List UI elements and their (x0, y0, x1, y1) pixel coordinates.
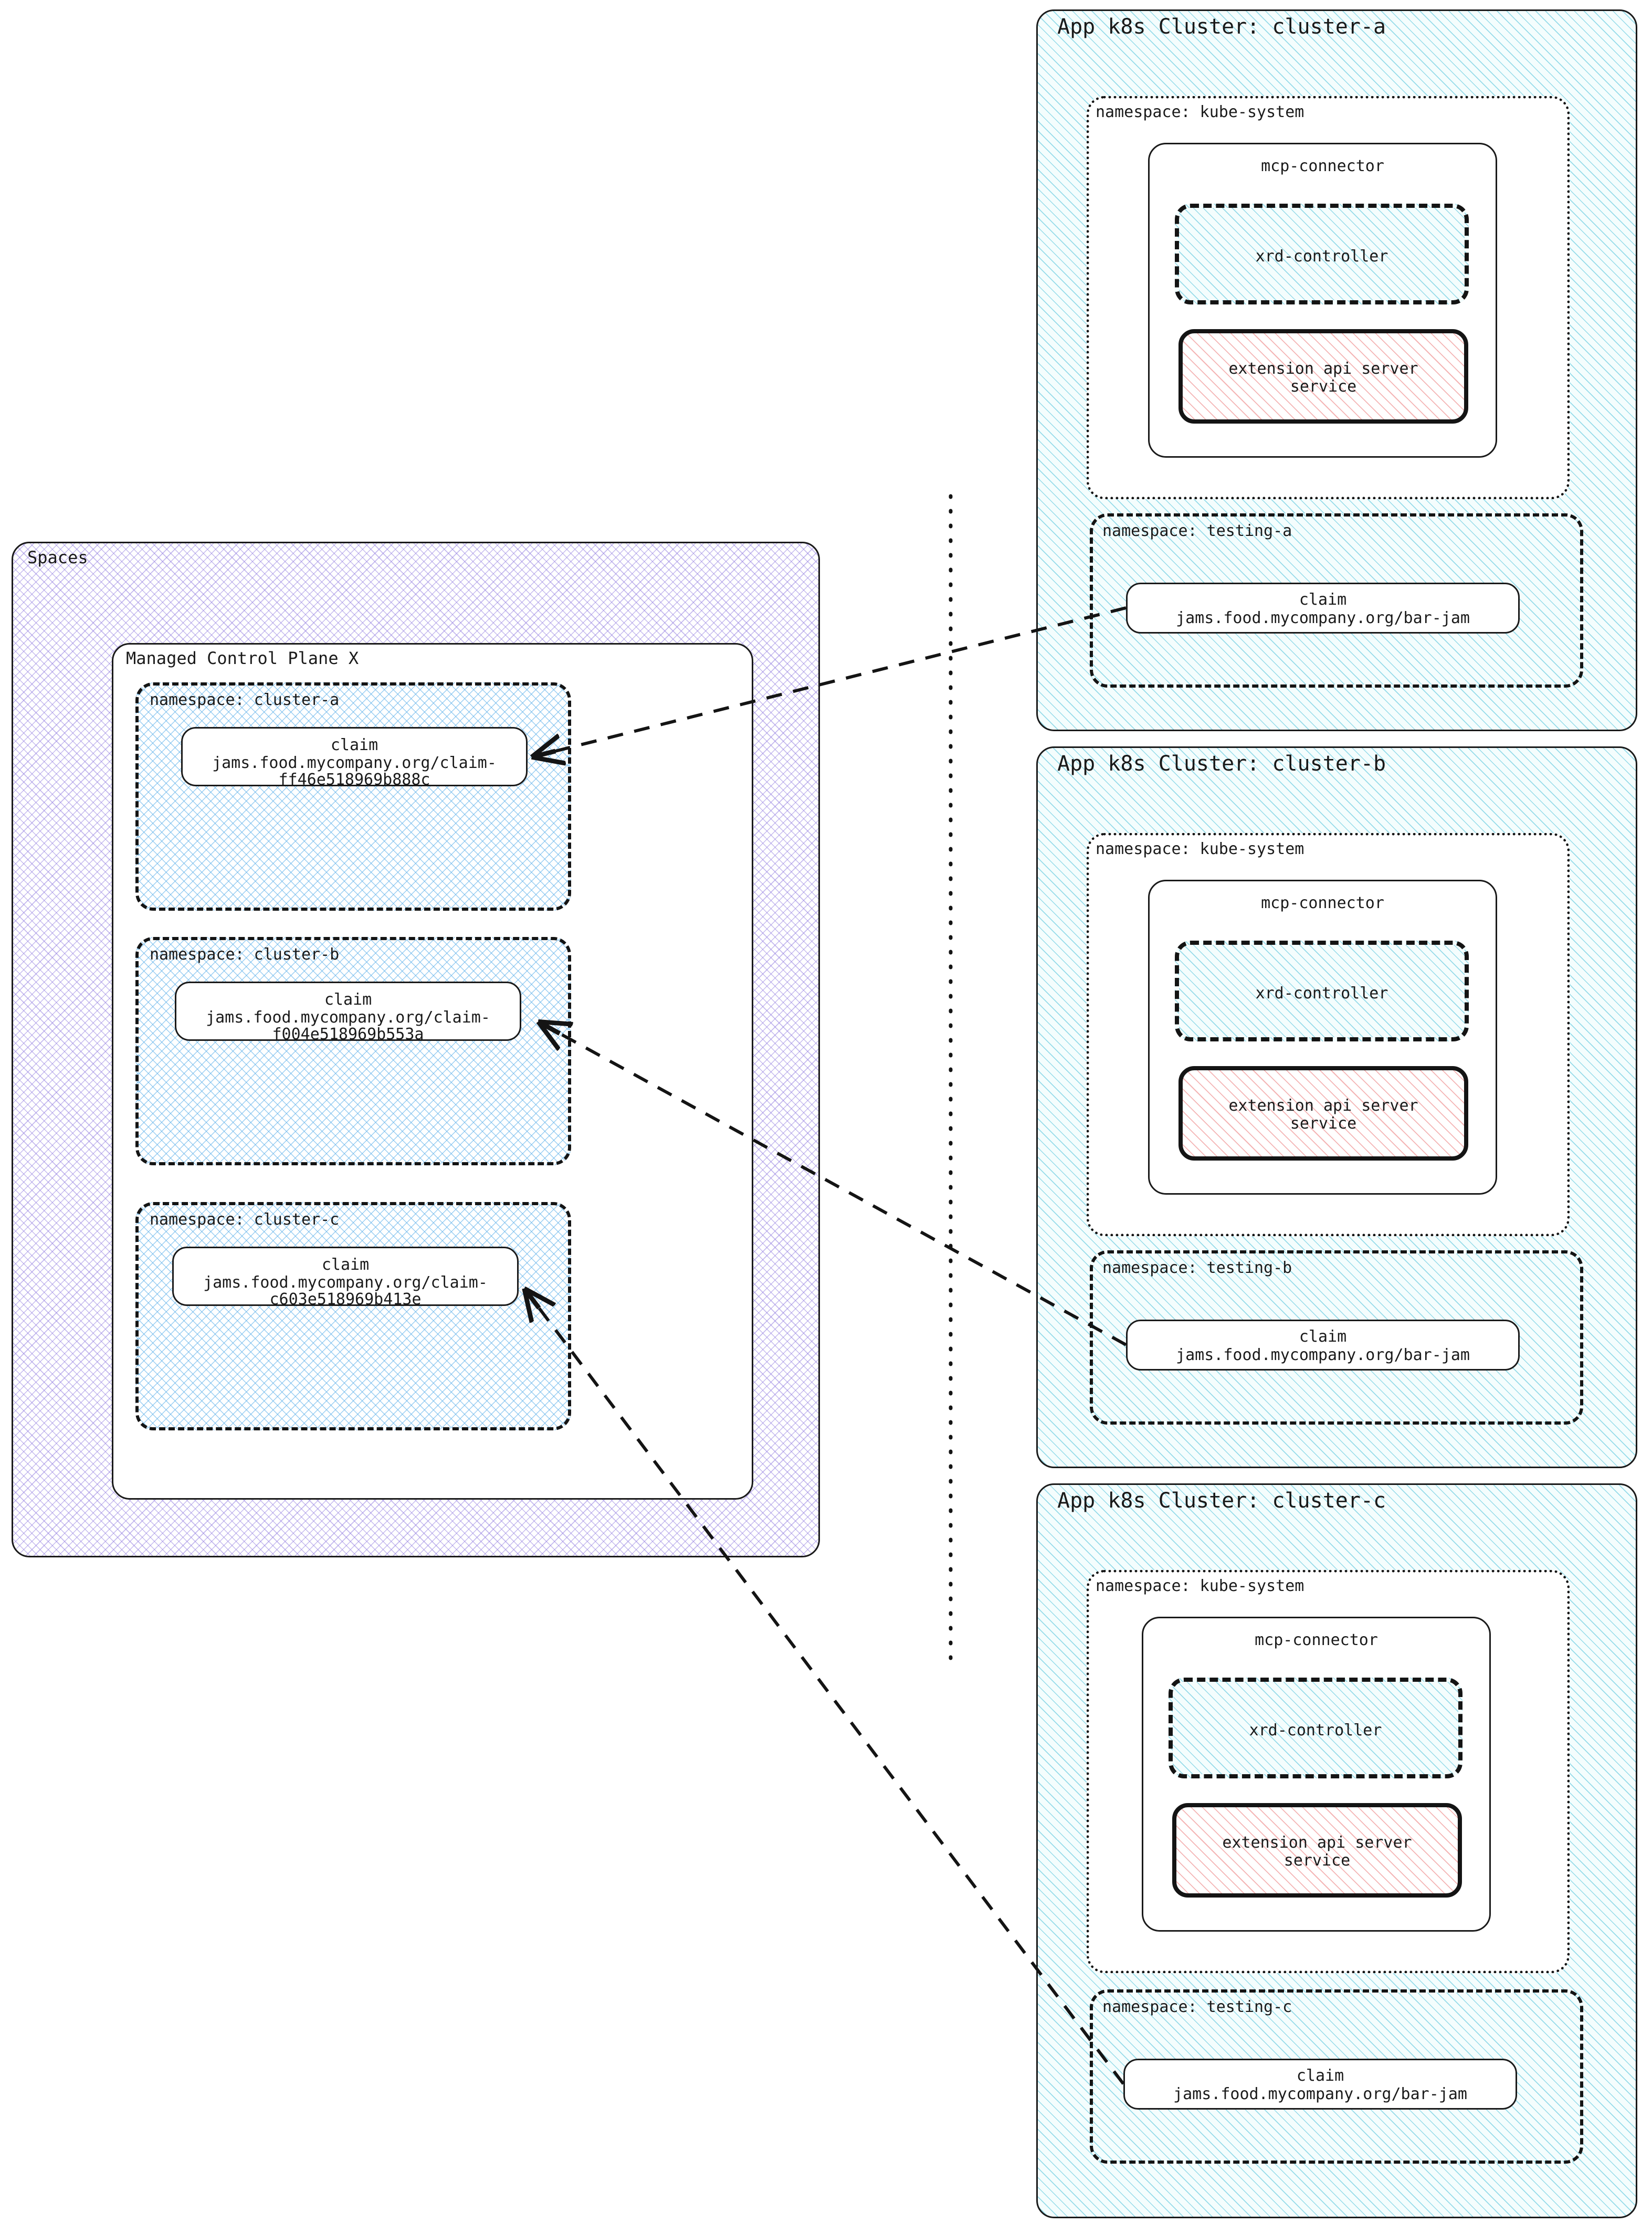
managed-control-plane-label: Managed Control Plane X (126, 648, 359, 668)
cluster-b-testing-claim-ref: jams.food.mycompany.org/bar-jam (1176, 1346, 1470, 1364)
cluster-a-api-server-line1: extension api server (1228, 360, 1418, 378)
app-cluster-b-title: App k8s Cluster: cluster-b (1057, 752, 1386, 776)
cluster-a-testing-claim-box[interactable]: claim jams.food.mycompany.org/bar-jam (1126, 583, 1520, 634)
claim-kind-cluster-c: claim (321, 1256, 370, 1274)
cluster-a-xrd-controller-label: xrd-controller (1255, 247, 1388, 266)
app-cluster-a-title: App k8s Cluster: cluster-a (1057, 15, 1386, 39)
cluster-c-extension-api-server-service[interactable]: extension api server service (1172, 1803, 1462, 1898)
claim-ref-line1-cluster-c: jams.food.mycompany.org/claim- (203, 1273, 488, 1292)
cluster-b-testing-namespace-label: namespace: testing-b (1102, 1259, 1292, 1277)
cluster-b-api-server-line1: extension api server (1228, 1097, 1418, 1115)
cluster-b-testing-claim-kind: claim (1299, 1327, 1347, 1346)
cluster-c-testing-claim-box[interactable]: claim jams.food.mycompany.org/bar-jam (1123, 2059, 1517, 2110)
cluster-c-api-server-line2: service (1283, 1851, 1351, 1870)
cluster-b-testing-claim-box[interactable]: claim jams.food.mycompany.org/bar-jam (1126, 1320, 1520, 1371)
claim-box-cluster-c[interactable]: claim jams.food.mycompany.org/claim- c60… (172, 1247, 519, 1309)
claim-kind-cluster-a: claim (330, 736, 378, 754)
cluster-a-extension-api-server-service[interactable]: extension api server service (1179, 329, 1468, 424)
mcp-namespace-cluster-c-label: namespace: cluster-c (150, 1210, 340, 1229)
cluster-c-testing-claim-ref: jams.food.mycompany.org/bar-jam (1173, 2085, 1467, 2103)
cluster-b-xrd-controller-label: xrd-controller (1255, 984, 1388, 1003)
claim-kind-cluster-b: claim (324, 990, 372, 1009)
cluster-b-api-server-line2: service (1290, 1114, 1357, 1133)
claim-ref-line2-cluster-b: f004e518969b553a (272, 1025, 424, 1044)
mcp-namespace-cluster-a-label: namespace: cluster-a (150, 691, 340, 709)
cluster-a-testing-claim-kind: claim (1299, 591, 1347, 609)
claim-box-cluster-a[interactable]: claim jams.food.mycompany.org/claim- ff4… (181, 727, 528, 789)
cluster-c-xrd-controller-label: xrd-controller (1249, 1721, 1382, 1740)
claim-ref-line2-cluster-c: c603e518969b413e (269, 1290, 422, 1309)
mcp-namespace-cluster-b-label: namespace: cluster-b (150, 945, 340, 964)
cluster-c-mcp-connector-label: mcp-connector (1255, 1631, 1378, 1649)
cluster-b-kube-system-label: namespace: kube-system (1096, 840, 1304, 858)
claim-box-cluster-b[interactable]: claim jams.food.mycompany.org/claim- f00… (175, 982, 521, 1044)
cluster-b-extension-api-server-service[interactable]: extension api server service (1179, 1066, 1468, 1161)
cluster-c-testing-namespace-label: namespace: testing-c (1102, 1998, 1292, 2016)
cluster-c-api-server-line1: extension api server (1222, 1833, 1412, 1852)
claim-ref-line1-cluster-a: jams.food.mycompany.org/claim- (212, 754, 497, 772)
mcp-namespace-cluster-c (135, 1202, 571, 1430)
mcp-namespace-cluster-a (135, 682, 571, 911)
mcp-namespace-cluster-b (135, 937, 571, 1165)
cluster-a-mcp-connector-label: mcp-connector (1261, 157, 1384, 175)
cluster-a-kube-system-label: namespace: kube-system (1096, 103, 1304, 121)
claim-ref-line1-cluster-b: jams.food.mycompany.org/claim- (206, 1008, 490, 1027)
claim-ref-line2-cluster-a: ff46e518969b888c (278, 771, 430, 789)
cluster-c-kube-system-label: namespace: kube-system (1096, 1577, 1304, 1595)
cluster-a-api-server-line2: service (1290, 377, 1357, 396)
cluster-b-xrd-controller[interactable]: xrd-controller (1175, 941, 1469, 1041)
cluster-c-xrd-controller[interactable]: xrd-controller (1169, 1678, 1462, 1778)
cluster-a-testing-claim-ref: jams.food.mycompany.org/bar-jam (1176, 609, 1470, 627)
cluster-a-testing-namespace-label: namespace: testing-a (1102, 522, 1292, 540)
cluster-c-testing-claim-kind: claim (1296, 2067, 1344, 2085)
app-cluster-c-title: App k8s Cluster: cluster-c (1057, 1489, 1386, 1513)
cluster-a-xrd-controller[interactable]: xrd-controller (1175, 204, 1469, 304)
cluster-b-mcp-connector-label: mcp-connector (1261, 894, 1384, 912)
spaces-label: Spaces (27, 547, 88, 567)
